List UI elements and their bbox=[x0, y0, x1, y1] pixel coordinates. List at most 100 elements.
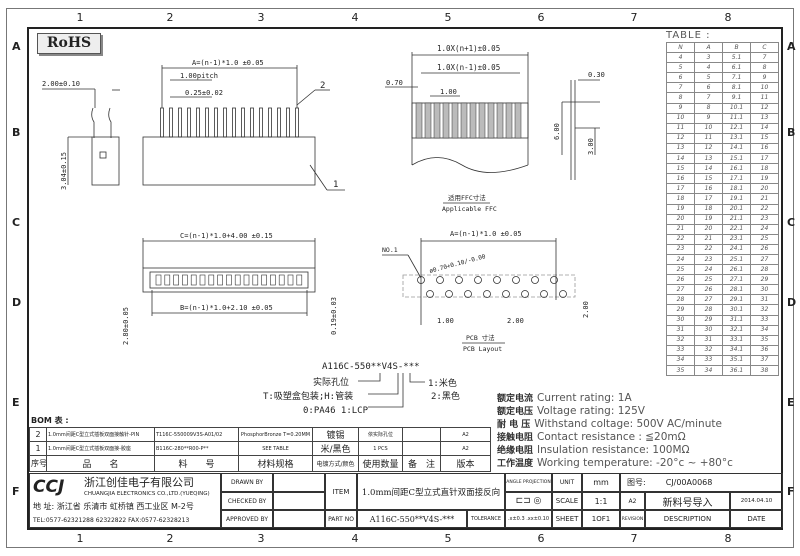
table-cell: 18 bbox=[666, 193, 695, 205]
table-cell: 24 bbox=[750, 223, 779, 235]
contact-slot bbox=[199, 274, 206, 286]
table-cell: 10 bbox=[694, 122, 723, 134]
ffc-caption-cn: 适用FFC寸法 bbox=[448, 193, 486, 202]
checked-by-field[interactable] bbox=[273, 492, 325, 510]
contact-slot bbox=[208, 274, 215, 286]
table-cell: N bbox=[666, 41, 695, 54]
ffc-contact bbox=[478, 102, 486, 139]
table-cell: 20 bbox=[694, 223, 723, 235]
table-cell: 5 bbox=[666, 62, 695, 74]
table-cell: 27 bbox=[694, 294, 723, 306]
table-cell: 29 bbox=[666, 304, 695, 316]
contact-slot bbox=[173, 274, 179, 286]
revision-date: 2014.04.10 bbox=[730, 492, 783, 510]
date-label: DATE bbox=[730, 510, 783, 528]
table-cell: 14.1 bbox=[722, 142, 751, 155]
table-cell: 16 bbox=[750, 142, 779, 155]
table-cell: 1.0mm间距C型立式插板双面接触针-PIN bbox=[46, 427, 155, 442]
table-cell: 24 bbox=[666, 253, 695, 266]
checked-by-label: CHECKED BY bbox=[221, 492, 273, 510]
table-cell: 13 bbox=[694, 153, 723, 165]
ffc-pitch-dim: 1.00 bbox=[440, 88, 457, 96]
callout-2: 2 bbox=[320, 81, 325, 91]
pcb-hole bbox=[417, 276, 425, 284]
pcb-hole bbox=[493, 276, 501, 284]
table-cell: 16.1 bbox=[722, 163, 751, 175]
approved-by-field[interactable] bbox=[273, 510, 325, 528]
ccj-logo: CCJ bbox=[33, 477, 65, 497]
table-cell: 20 bbox=[666, 213, 695, 225]
table-cell: 3 bbox=[694, 52, 723, 64]
contact-slot bbox=[226, 274, 232, 286]
column-label: 5 bbox=[444, 532, 452, 545]
ffc-contacts bbox=[415, 102, 522, 139]
drawn-by-field[interactable] bbox=[273, 473, 325, 492]
table-cell: 31 bbox=[750, 294, 779, 306]
table-cell: 备 注 bbox=[402, 455, 441, 472]
contact-slots bbox=[155, 274, 303, 286]
table-cell: 27.1 bbox=[722, 274, 751, 286]
pcb-holes bbox=[417, 276, 567, 298]
table-cell: 22 bbox=[694, 243, 723, 255]
table-cell: 25.1 bbox=[722, 253, 751, 266]
table-cell: 13 bbox=[750, 112, 779, 124]
column-label: 4 bbox=[351, 532, 359, 545]
table-cell: 25 bbox=[666, 264, 695, 276]
row-label: A bbox=[12, 40, 21, 53]
table-cell: 22 bbox=[666, 233, 695, 245]
table-cell: 30 bbox=[694, 324, 723, 336]
spec-label-cn: 接触电阻 bbox=[497, 433, 534, 443]
table-cell: 23.1 bbox=[722, 233, 751, 245]
row-label: A bbox=[787, 40, 796, 53]
pcb-hole bbox=[559, 290, 567, 298]
bom-header-row: 序号品 名料 号材料规格电镀方式/颜色使用数量备 注版本 bbox=[29, 455, 491, 472]
table-cell: 15 bbox=[750, 132, 779, 144]
ffc-contact bbox=[460, 102, 468, 139]
row-label: F bbox=[12, 485, 20, 498]
pcb-hole bbox=[483, 290, 491, 298]
table-cell: 19 bbox=[750, 173, 779, 185]
table-cell: 27 bbox=[666, 284, 695, 296]
pin bbox=[295, 107, 299, 138]
contact-slot bbox=[252, 274, 259, 286]
table-cell: 1.0mm间距C型立式插板双面接-胶座 bbox=[46, 441, 155, 456]
table-cell: 19 bbox=[666, 203, 695, 215]
table-cell: 26 bbox=[694, 284, 723, 296]
ffc-contact bbox=[514, 102, 522, 139]
pin bbox=[205, 107, 209, 138]
table-cell: 镀锡 bbox=[312, 427, 359, 442]
part-no-value: A116C-550**V4S-*** bbox=[357, 510, 467, 528]
table-cell: 38 bbox=[750, 364, 779, 377]
table-cell: 34 bbox=[694, 364, 723, 377]
table-cell: 33 bbox=[666, 344, 695, 356]
front-view: A=(n-1)*1.0 ±0.05 1.00pitch 0.25±0.02 2 … bbox=[142, 59, 345, 191]
pcb-hole bbox=[521, 290, 529, 298]
table-cell: 14 bbox=[694, 163, 723, 175]
spec-value: Voltage rating: 125V bbox=[537, 405, 645, 417]
table-cell: 23 bbox=[694, 253, 723, 266]
contact-slot bbox=[296, 274, 303, 286]
ffc-contact bbox=[424, 102, 432, 139]
row-label: C bbox=[12, 216, 21, 229]
table-cell: 21 bbox=[750, 193, 779, 205]
drawing-number: 图号:CJ/00A0068 bbox=[620, 473, 783, 492]
table-cell: 版本 bbox=[440, 455, 491, 472]
pcb-hole-dim: ø0.70+0.10/-0.00 bbox=[429, 253, 487, 275]
item-label: ITEM bbox=[325, 473, 357, 510]
front-dim-a: A=(n-1)*1.0 ±0.05 bbox=[192, 59, 264, 67]
pin bbox=[214, 107, 218, 138]
drawing-no-label: 图号: bbox=[627, 478, 646, 487]
pcb-hole bbox=[502, 290, 510, 298]
table-cell: A2 bbox=[440, 441, 491, 456]
